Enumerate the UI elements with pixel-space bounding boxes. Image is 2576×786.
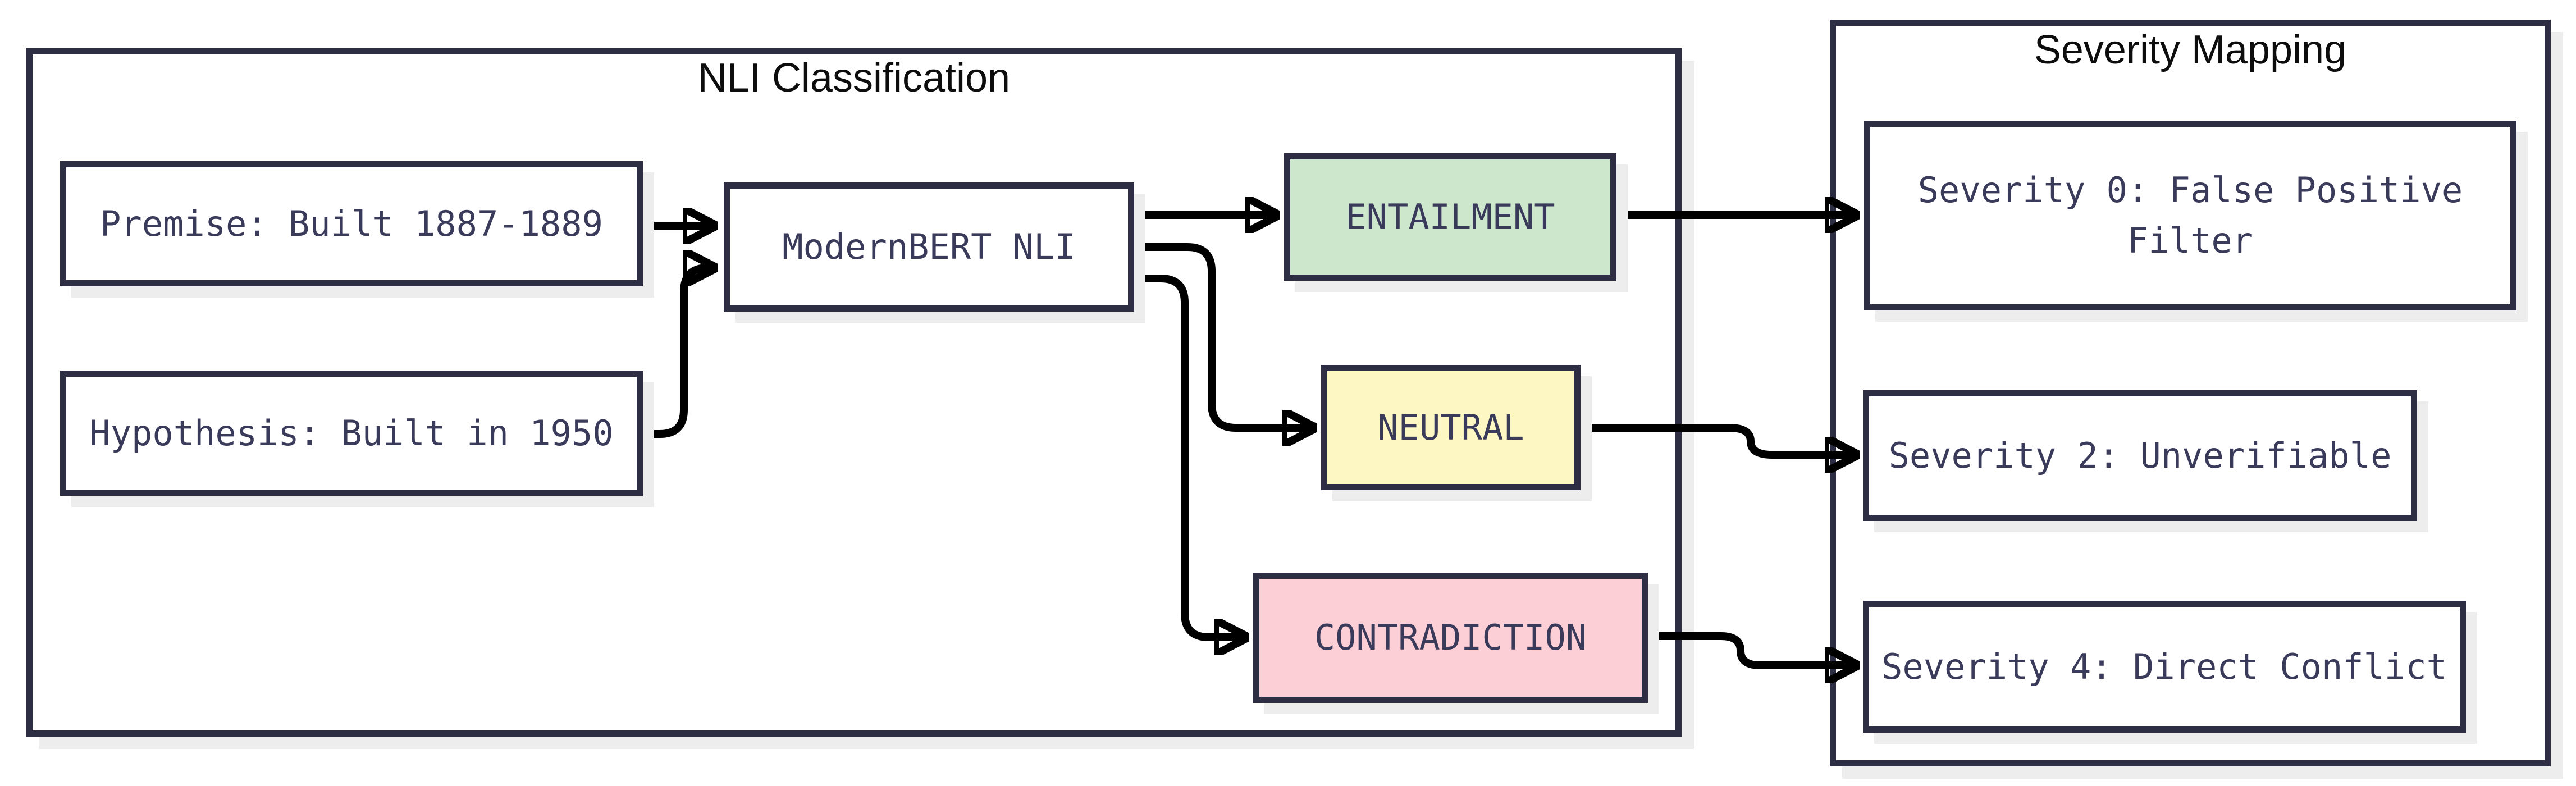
edge-model-contradiction [1136, 275, 1246, 637]
severity-2-node: Severity 2: Unverifiable [1863, 390, 2417, 521]
edge-neutral-severity2 [1583, 424, 1856, 455]
modernbert-nli-node: ModernBERT NLI [724, 182, 1134, 312]
edge-model-neutral [1136, 243, 1314, 428]
hypothesis-node: Hypothesis: Built in 1950 [60, 371, 643, 496]
severity-4-node: Severity 4: Direct Conflict [1863, 601, 2466, 733]
edge-hypothesis-model [646, 268, 714, 438]
severity-mapping-group [1830, 20, 2551, 766]
nli-group-title: NLI Classification [697, 56, 1011, 100]
severity-group-title: Severity Mapping [2034, 28, 2347, 72]
entailment-node: ENTAILMENT [1284, 153, 1616, 281]
edge-contradiction-severity4 [1650, 632, 1856, 665]
severity-0-node: Severity 0: False Positive Filter [1864, 121, 2516, 310]
neutral-node: NEUTRAL [1321, 365, 1581, 490]
contradiction-node: CONTRADICTION [1253, 573, 1648, 703]
nli-classification-group [26, 48, 1682, 737]
premise-node: Premise: Built 1887-1889 [60, 161, 643, 286]
